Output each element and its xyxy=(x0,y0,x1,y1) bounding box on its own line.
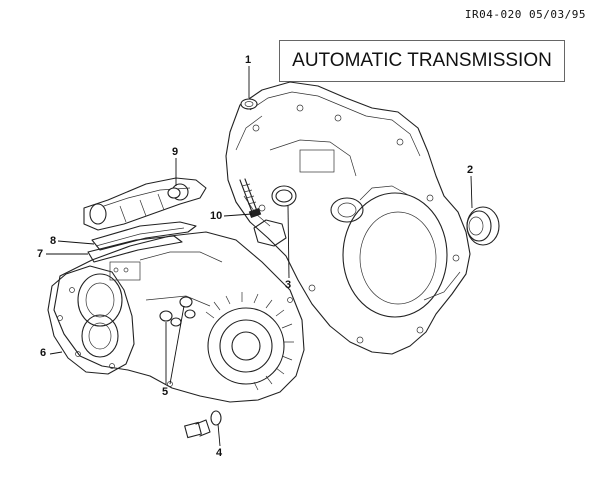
callout-10: 10 xyxy=(210,210,223,222)
callout-6: 6 xyxy=(40,347,47,359)
callout-1: 1 xyxy=(245,54,252,66)
callout-3: 3 xyxy=(285,279,292,291)
oil-seal-1 xyxy=(240,98,258,110)
callout-8: 8 xyxy=(50,235,57,247)
shift-lever-assembly xyxy=(83,177,207,231)
oil-seal-3 xyxy=(271,185,297,207)
callout-9: 9 xyxy=(172,146,179,158)
diagram-title: AUTOMATIC TRANSMISSION xyxy=(279,40,565,82)
diagram-title-text: AUTOMATIC TRANSMISSION xyxy=(292,50,552,71)
callout-5: 5 xyxy=(162,386,169,398)
transmission-housing xyxy=(225,81,471,355)
drain-plug-4 xyxy=(184,410,222,439)
gasket-7-8 xyxy=(87,221,197,263)
oil-seals-5 xyxy=(159,296,196,327)
bolt-10 xyxy=(239,178,262,219)
callout-7: 7 xyxy=(37,248,44,260)
drawing-reference: IR04-020 05/03/95 xyxy=(464,8,586,21)
oil-seal-2 xyxy=(466,206,500,246)
transmission-case xyxy=(47,231,305,403)
callout-4: 4 xyxy=(216,447,223,459)
callout-2: 2 xyxy=(467,164,474,176)
leader-lines xyxy=(46,66,473,447)
